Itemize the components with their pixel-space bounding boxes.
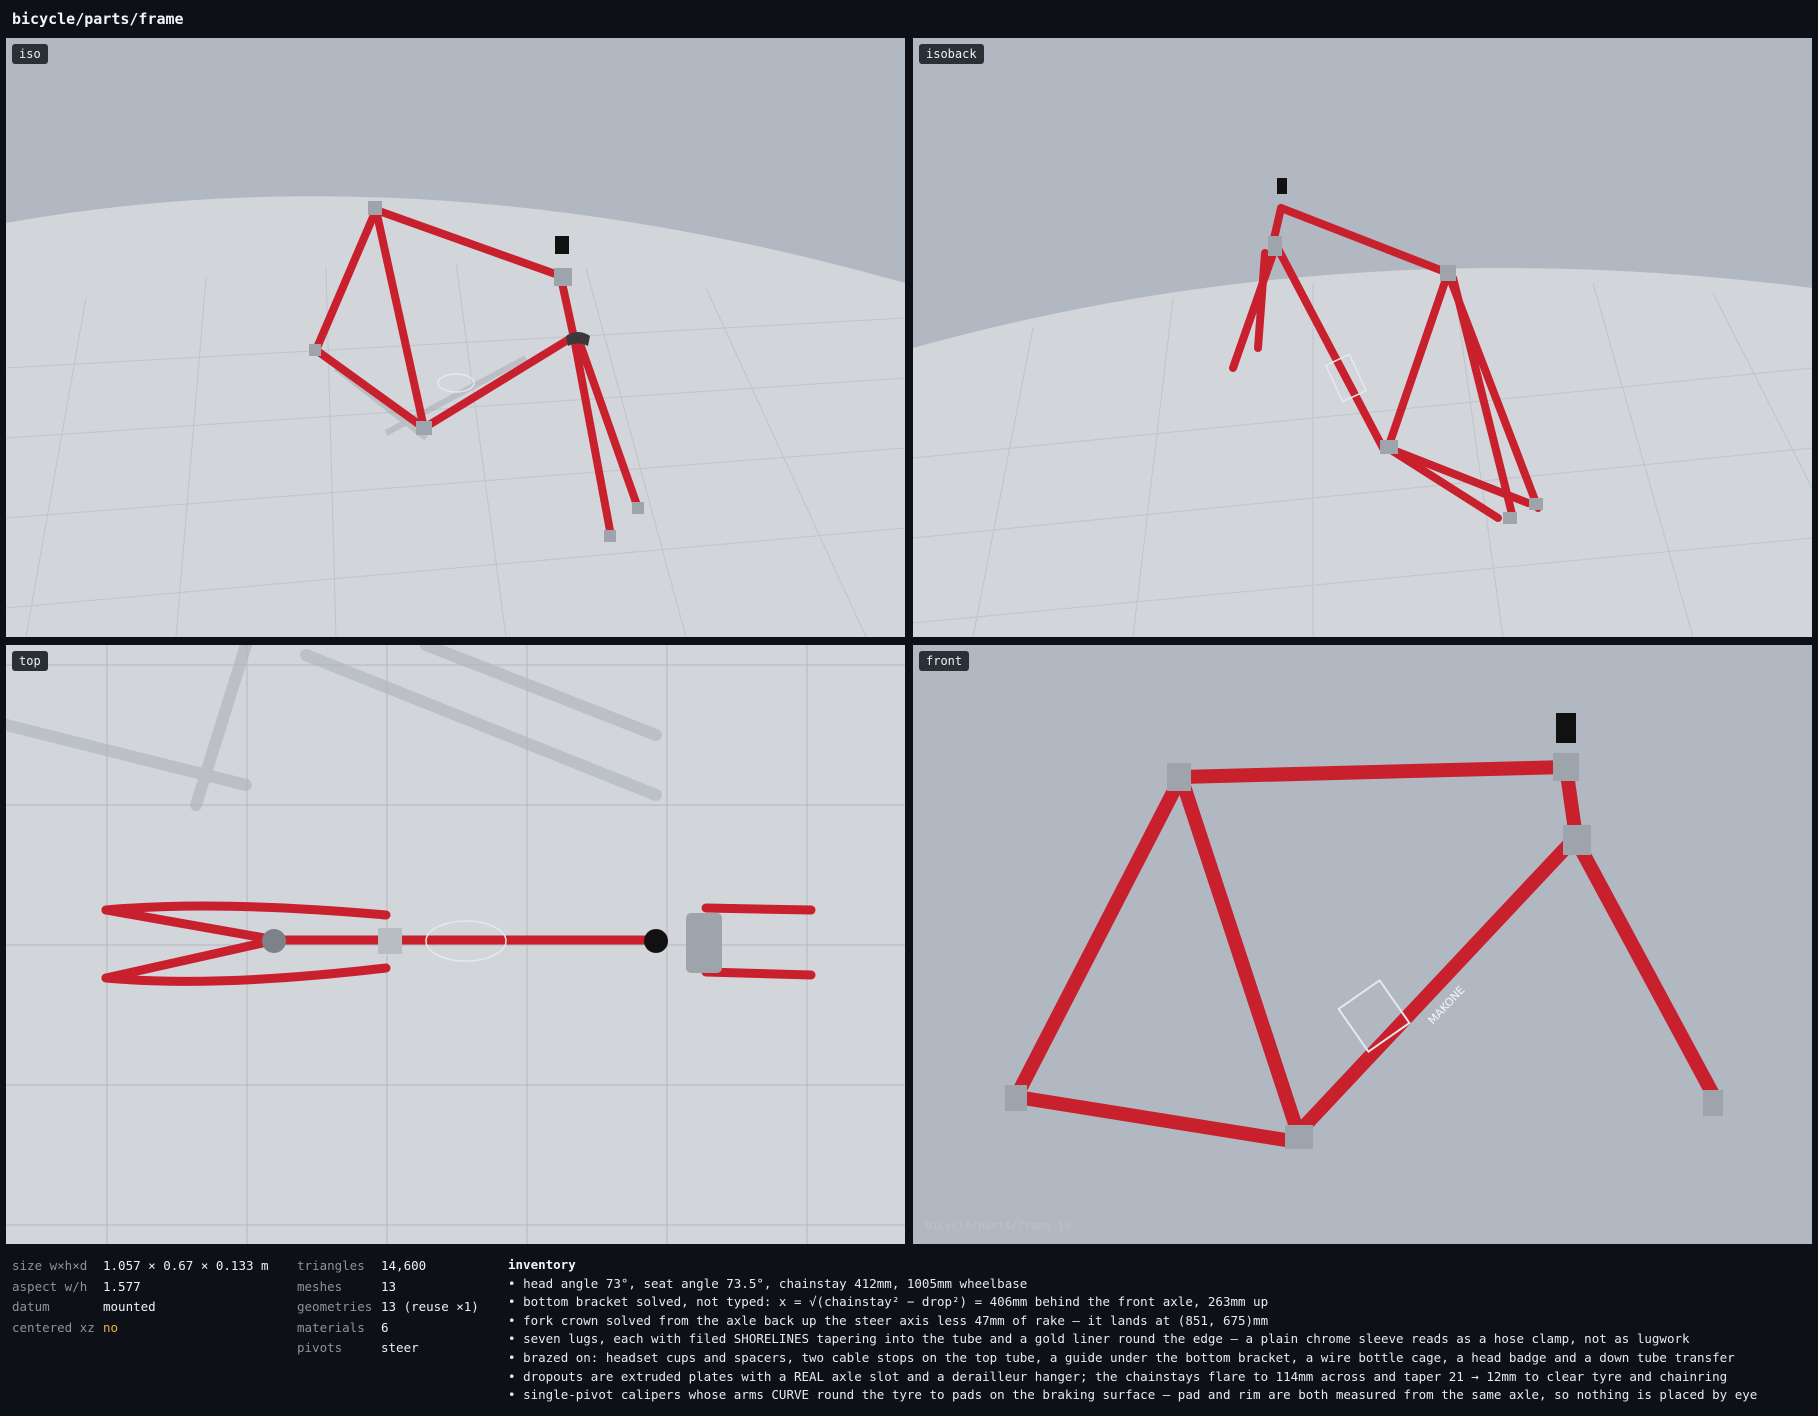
viewport-top[interactable]: top — [6, 645, 905, 1244]
viewport-iso[interactable]: iso — [6, 38, 905, 637]
viewport-label-iso: iso — [12, 44, 48, 64]
frame-render-iso — [6, 38, 905, 637]
frame-render-top — [6, 645, 905, 1244]
frame-render-isoback — [913, 38, 1812, 637]
frame-render-front: MAKONE — [913, 645, 1812, 1244]
inventory-item: dropouts are extruded plates with a REAL… — [508, 1368, 1757, 1387]
inventory-item: seven lugs, each with filed SHORELINES t… — [508, 1330, 1757, 1349]
page-title: bicycle/parts/frame — [12, 10, 184, 28]
viewport-front[interactable]: front MAKONE bicycle/parts/frame.js — [913, 645, 1812, 1244]
inventory-item: head angle 73°, seat angle 73.5°, chains… — [508, 1275, 1757, 1294]
viewport-label-isoback: isoback — [919, 44, 984, 64]
inventory-item: single-pivot calipers whose arms CURVE r… — [508, 1386, 1757, 1405]
inventory-list: head angle 73°, seat angle 73.5°, chains… — [508, 1275, 1757, 1405]
viewport-label-top: top — [12, 651, 48, 671]
viewport-label-front: front — [919, 651, 970, 671]
viewport-isoback[interactable]: isoback — [913, 38, 1812, 637]
inventory-item: bottom bracket solved, not typed: x = √(… — [508, 1293, 1757, 1312]
inventory-title: inventory — [508, 1257, 576, 1272]
inventory-panel: inventory head angle 73°, seat angle 73.… — [508, 1256, 1757, 1405]
watermark: bicycle/parts/frame.js — [925, 1219, 1071, 1232]
inventory-item: fork crown solved from the axle back up … — [508, 1312, 1757, 1331]
inventory-item: brazed on: headset cups and spacers, two… — [508, 1349, 1757, 1368]
